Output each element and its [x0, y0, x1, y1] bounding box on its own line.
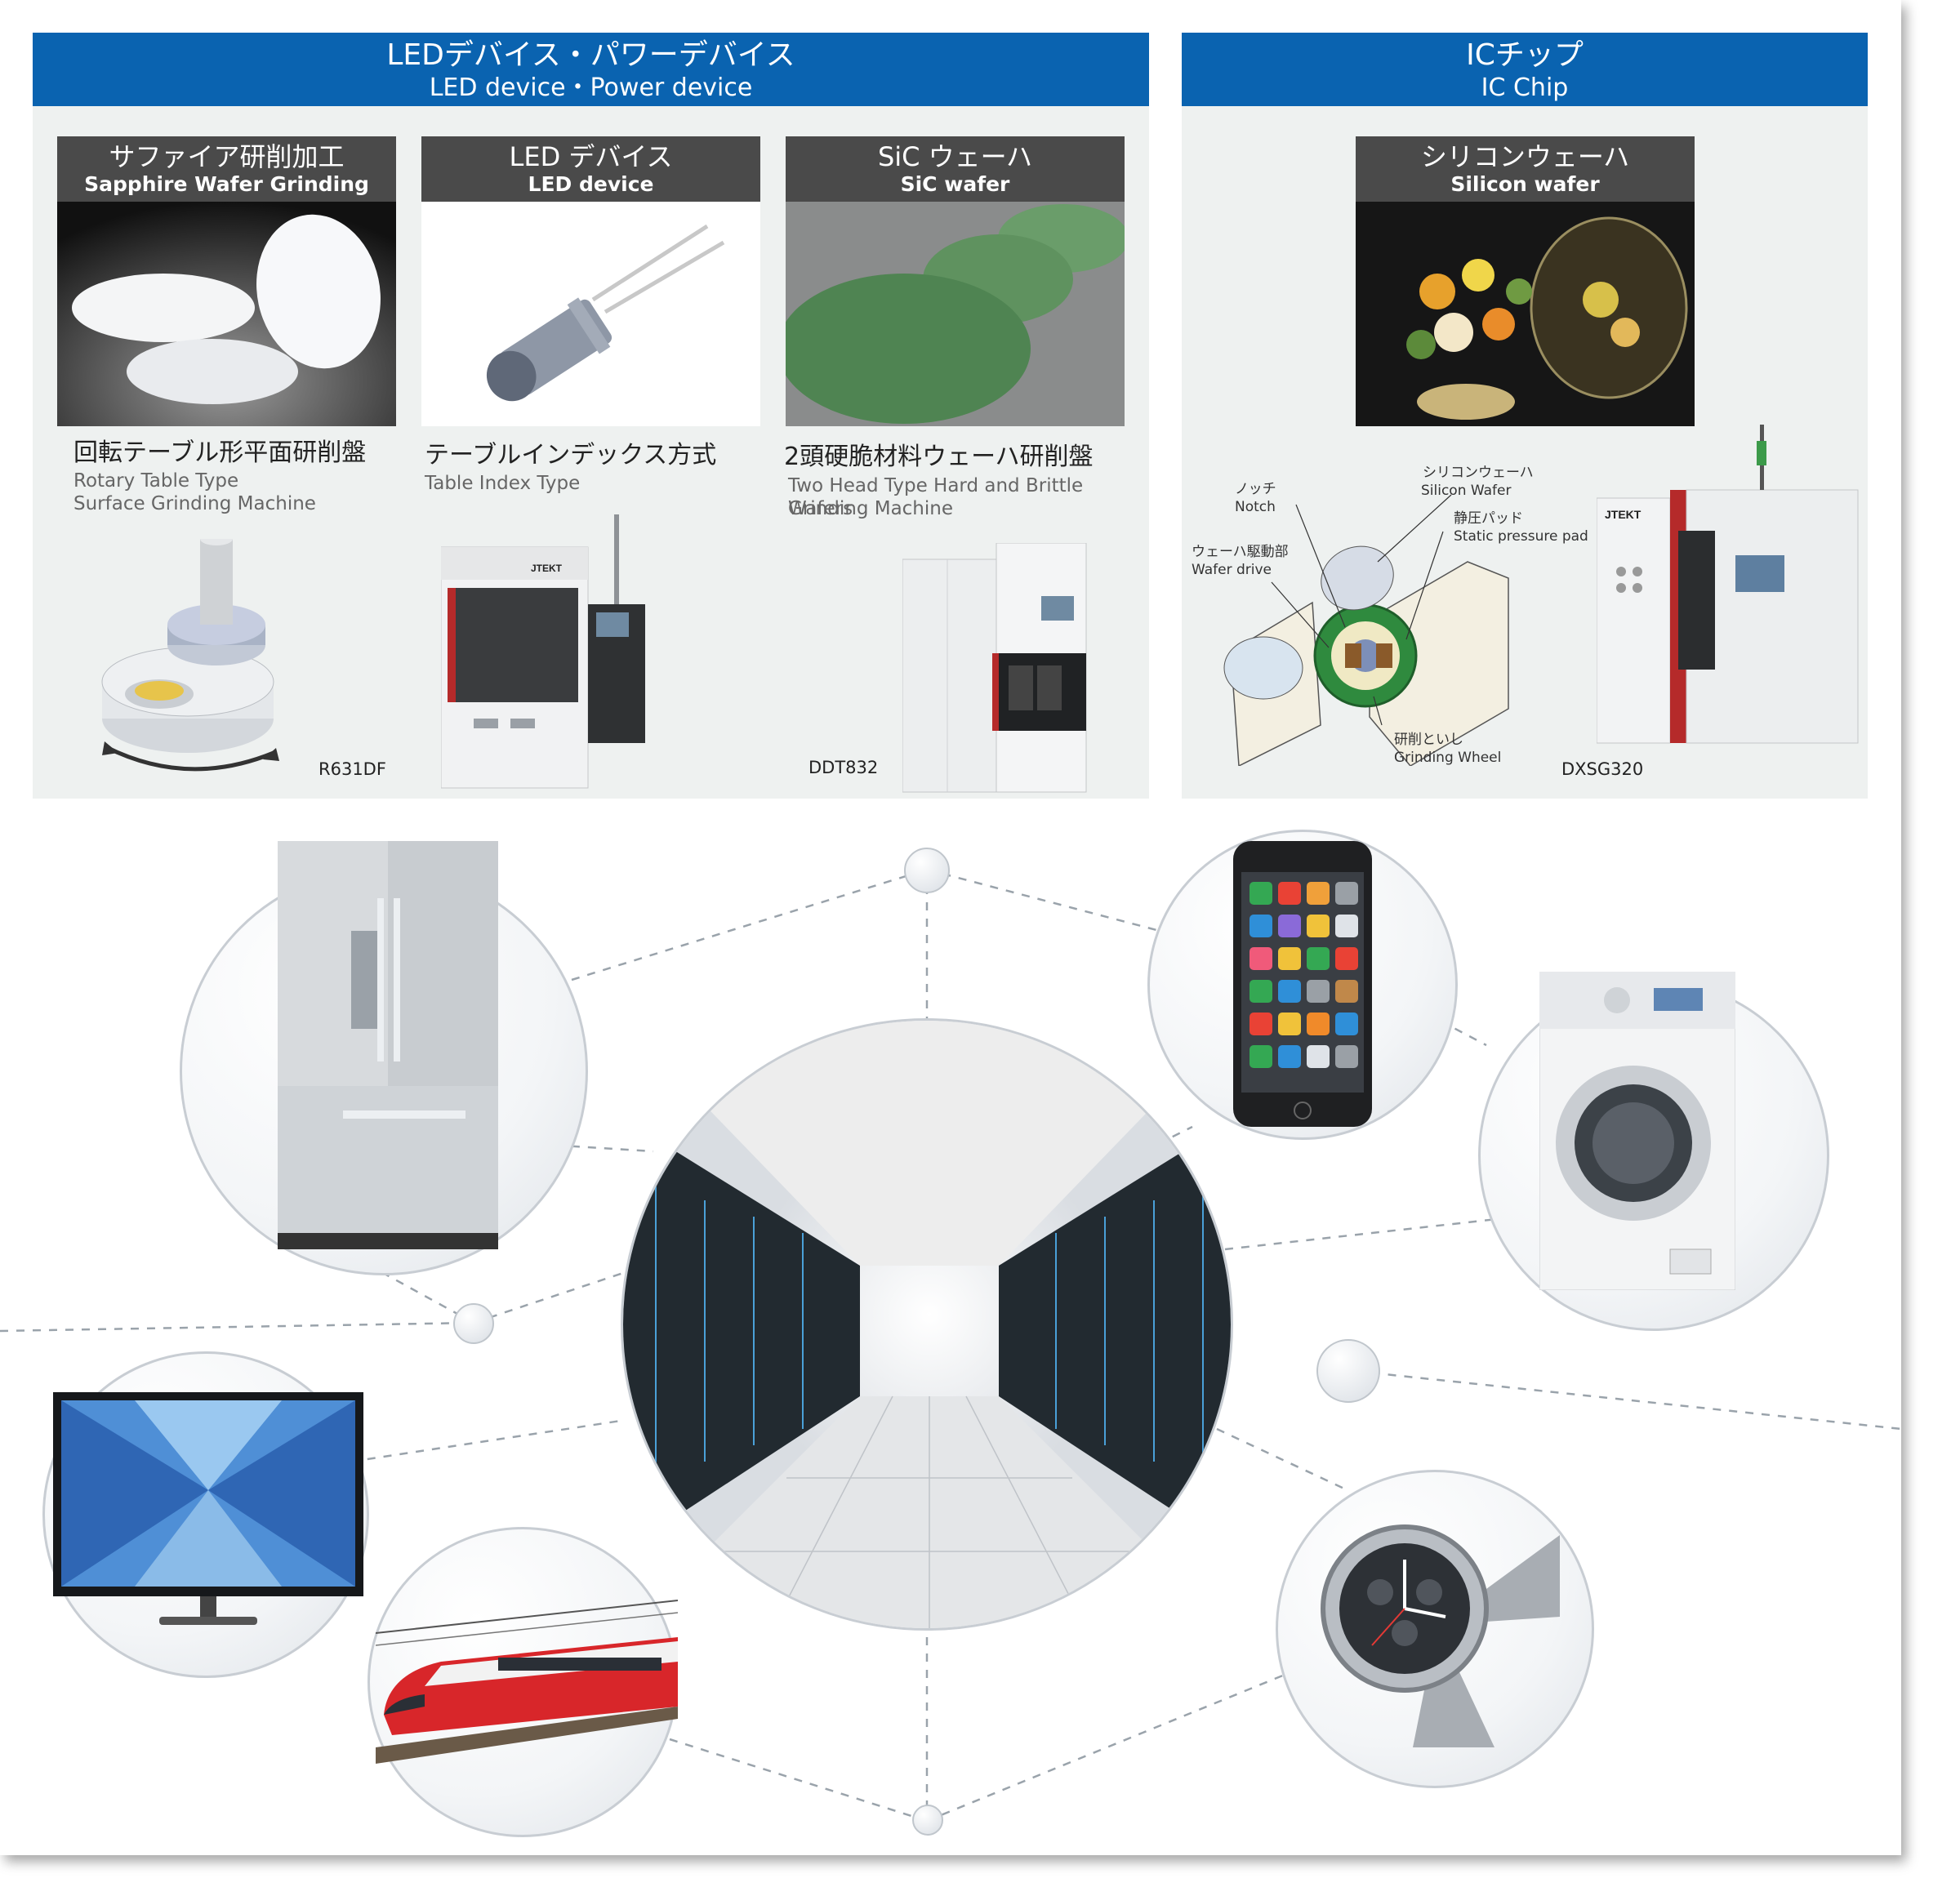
dxsg320-machine: JTEKT — [1597, 425, 1859, 744]
sapphire-caption-en: Sapphire Wafer Grinding — [84, 172, 369, 196]
sic-caption-en: SiC wafer — [900, 172, 1010, 196]
machine-1-title: 回転テーブル形平面研削盤 — [74, 438, 367, 467]
led-power-title-jp: LEDデバイス・パワーデバイス — [386, 38, 795, 72]
label-wafer-jp: シリコンウェーハ — [1423, 465, 1534, 481]
washing-machine-icon — [1539, 972, 1735, 1290]
network-node-left — [453, 1303, 494, 1344]
machine-2-title: テーブルインデックス方式 — [425, 441, 717, 470]
sapphire-caption: サファイア研削加工 Sapphire Wafer Grinding — [57, 136, 396, 202]
model-ddt832: DDT832 — [808, 758, 879, 777]
dxsg320-brand-label: JTEKT — [1605, 508, 1642, 521]
silicon-wafer-caption: シリコンウェーハ Silicon wafer — [1356, 136, 1695, 202]
train-icon — [376, 1600, 678, 1764]
label-drive-en: Wafer drive — [1192, 562, 1272, 578]
sic-caption: SiC ウェーハ SiC wafer — [786, 136, 1125, 202]
label-pad-jp: 静圧パッド — [1454, 510, 1523, 527]
grinding-diagram — [1223, 494, 1509, 766]
label-wheel-jp: 研削といし — [1394, 732, 1463, 748]
silicon-wafer-caption-en: Silicon wafer — [1450, 172, 1600, 196]
smartphone-icon — [1233, 841, 1372, 1127]
machine-2-sub1: Table Index Type — [425, 473, 581, 494]
led-caption-jp: LED デバイス — [509, 141, 673, 172]
rotary-table-illustration — [101, 539, 279, 772]
ic-chip-banner: ICチップ IC Chip — [1182, 33, 1868, 106]
ic-chip-title-en: IC Chip — [1481, 73, 1569, 102]
wristwatch-icon — [1321, 1524, 1560, 1747]
network-node-right — [1316, 1339, 1380, 1403]
silicon-wafer-photo — [1356, 202, 1695, 426]
television-icon — [53, 1392, 363, 1625]
model-dxsg320: DXSG320 — [1561, 759, 1644, 779]
label-notch-en: Notch — [1235, 499, 1276, 515]
led-power-panel: LEDデバイス・パワーデバイス LED device・Power device … — [33, 33, 1149, 799]
table-index-machine: JTEKT — [441, 514, 645, 789]
ic-chip-panel: ICチップ IC Chip シリコンウェーハ Silicon wafer — [1182, 33, 1868, 799]
ddt832-machine — [902, 543, 1087, 793]
machine-3-title: 2頭硬脆材料ウェーハ研削盤 — [784, 443, 1094, 471]
led-power-banner: LEDデバイス・パワーデバイス LED device・Power device — [33, 33, 1149, 106]
model-r631df: R631DF — [318, 759, 386, 779]
sapphire-caption-jp: サファイア研削加工 — [109, 141, 345, 172]
machine-3-sub1: Two Head Type Hard and Brittle Wafers — [788, 475, 1084, 519]
led-caption-en: LED device — [528, 172, 654, 196]
refrigerator-icon — [278, 841, 498, 1249]
sic-caption-jp: SiC ウェーハ — [877, 141, 1033, 172]
led-device-photo — [421, 202, 760, 426]
label-notch-jp: ノッチ — [1235, 481, 1276, 497]
data-center-circle — [621, 1018, 1233, 1631]
silicon-wafer-card: シリコンウェーハ Silicon wafer — [1356, 136, 1695, 426]
ic-chip-title-jp: ICチップ — [1466, 38, 1584, 72]
network-node-bottom — [912, 1805, 943, 1836]
machine-1-sub1: Rotary Table Type — [74, 470, 239, 492]
machine-1-sub2: Surface Grinding Machine — [74, 493, 316, 514]
label-wafer-en: Silicon Wafer — [1421, 483, 1512, 499]
network-node-top — [904, 848, 950, 893]
label-drive-jp: ウェーハ駆動部 — [1192, 544, 1289, 560]
led-caption: LED デバイス LED device — [421, 136, 760, 202]
sic-card: SiC ウェーハ SiC wafer — [786, 136, 1125, 426]
sapphire-wafer-photo — [57, 202, 396, 426]
label-pad-en: Static pressure pad — [1454, 528, 1588, 545]
data-center-image — [623, 1021, 1231, 1628]
table-index-brand-label: JTEKT — [531, 563, 563, 574]
silicon-wafer-caption-jp: シリコンウェーハ — [1420, 141, 1630, 172]
sapphire-card: サファイア研削加工 Sapphire Wafer Grinding — [57, 136, 396, 426]
label-wheel-en: Grinding Wheel — [1394, 750, 1502, 766]
led-power-title-en: LED device・Power device — [429, 73, 753, 102]
machine-3-sub2: Grinding Machine — [788, 498, 954, 519]
page: LEDデバイス・パワーデバイス LED device・Power device … — [0, 33, 1901, 1837]
led-card: LED デバイス LED device — [421, 136, 760, 426]
sic-wafer-photo — [786, 202, 1125, 426]
